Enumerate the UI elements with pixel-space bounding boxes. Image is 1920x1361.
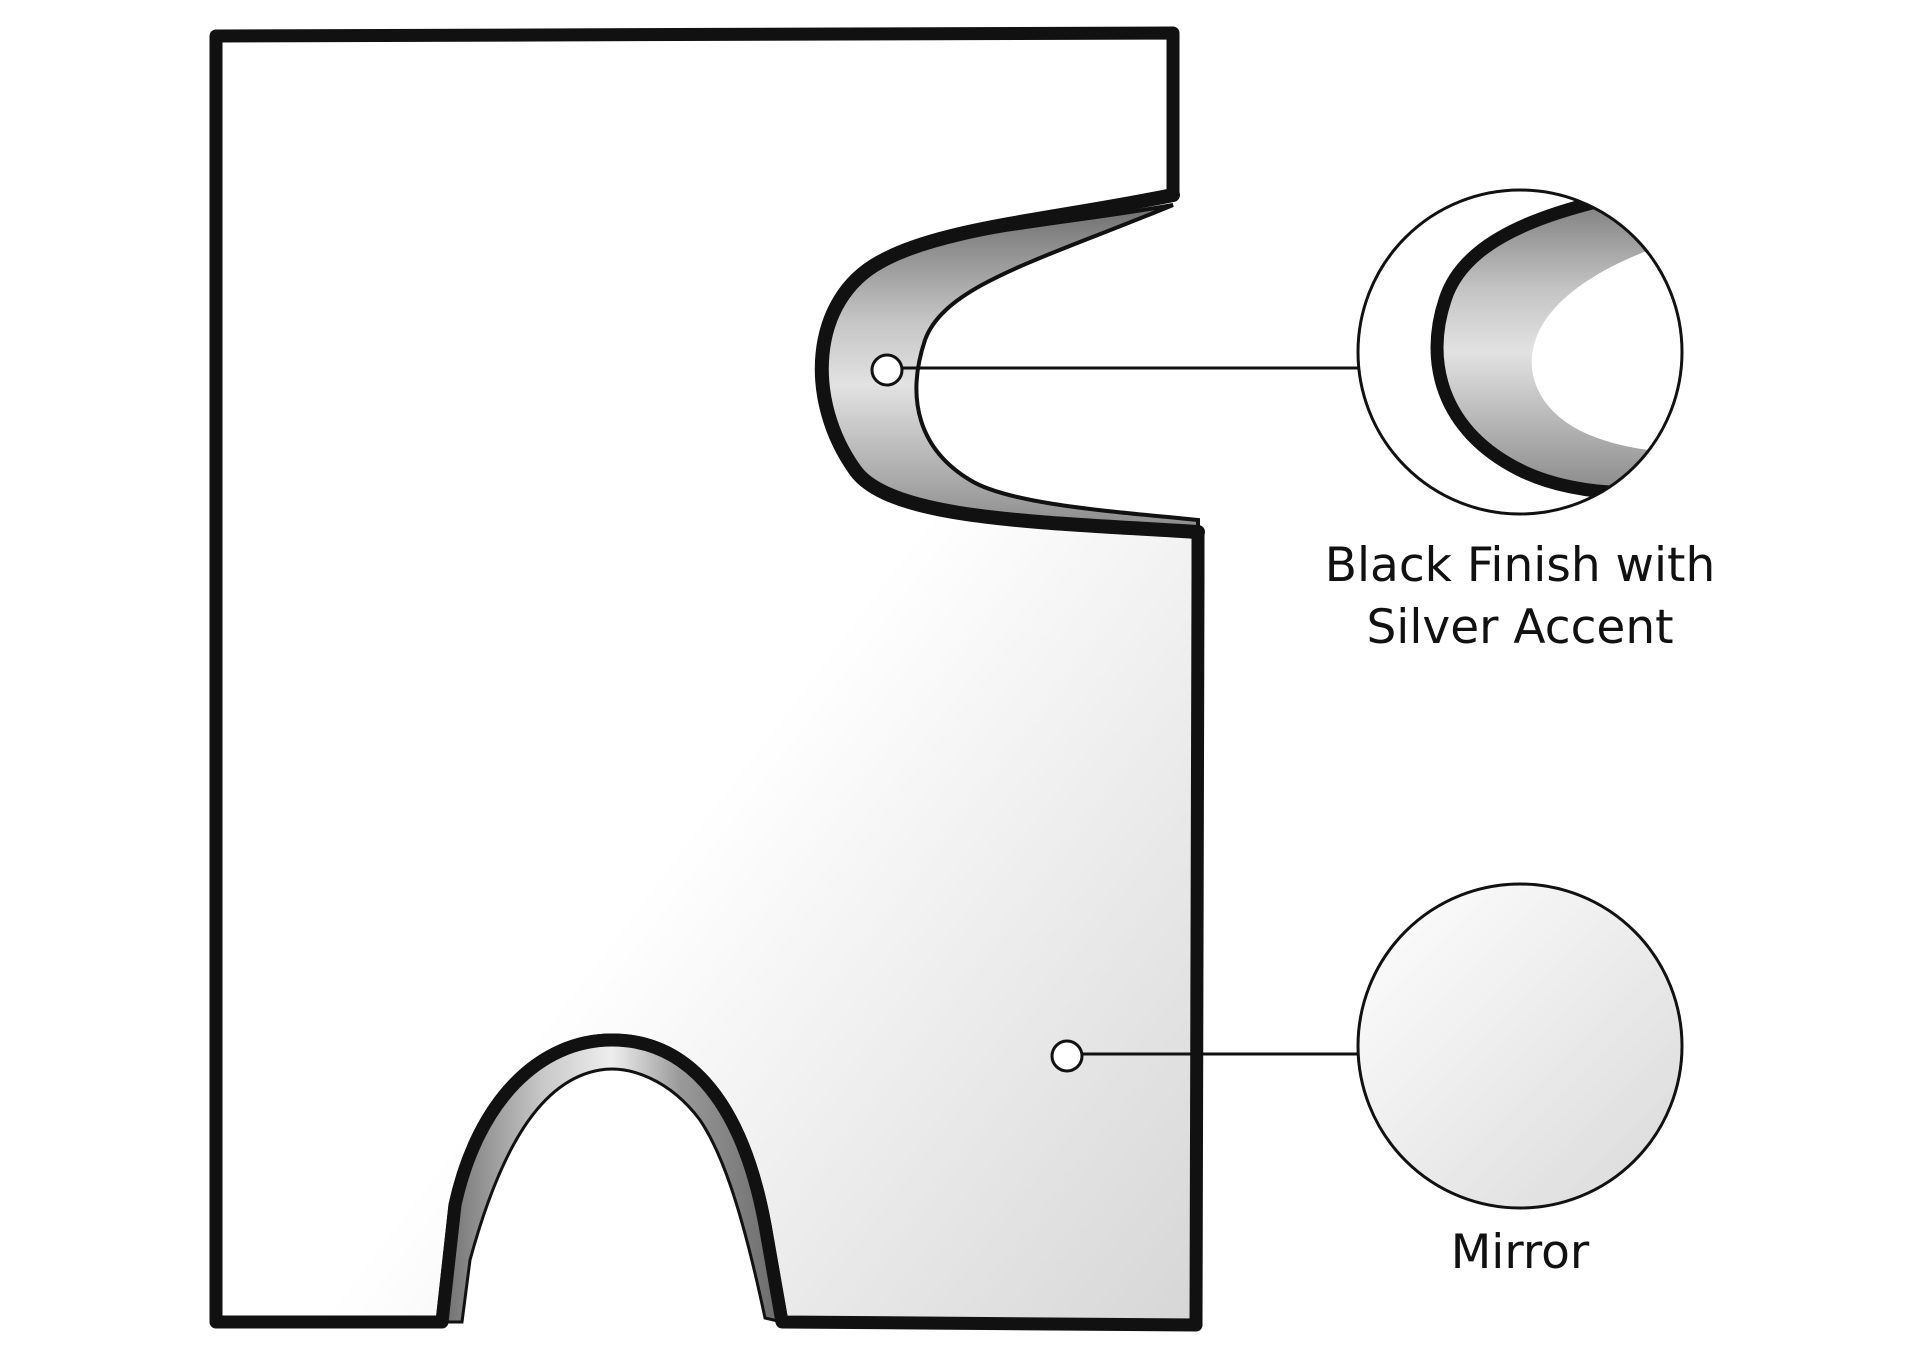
mirror-callout-dot	[1050, 1039, 1084, 1073]
finish-label-line-1: Black Finish with	[1324, 538, 1716, 593]
mirror-label: Mirror	[1350, 1222, 1690, 1284]
finish-label: Black Finish with Silver Accent	[1250, 535, 1790, 659]
mirror-label-text: Mirror	[1450, 1225, 1590, 1280]
finish-zoom-circle	[1356, 188, 1684, 516]
mirror-zoom-circle	[1356, 882, 1684, 1210]
finish-callout-dot	[870, 353, 904, 387]
upper-notch-rim	[814, 188, 1205, 539]
finish-label-line-2: Silver Accent	[1366, 600, 1674, 655]
lower-arch-rim	[435, 1033, 789, 1324]
